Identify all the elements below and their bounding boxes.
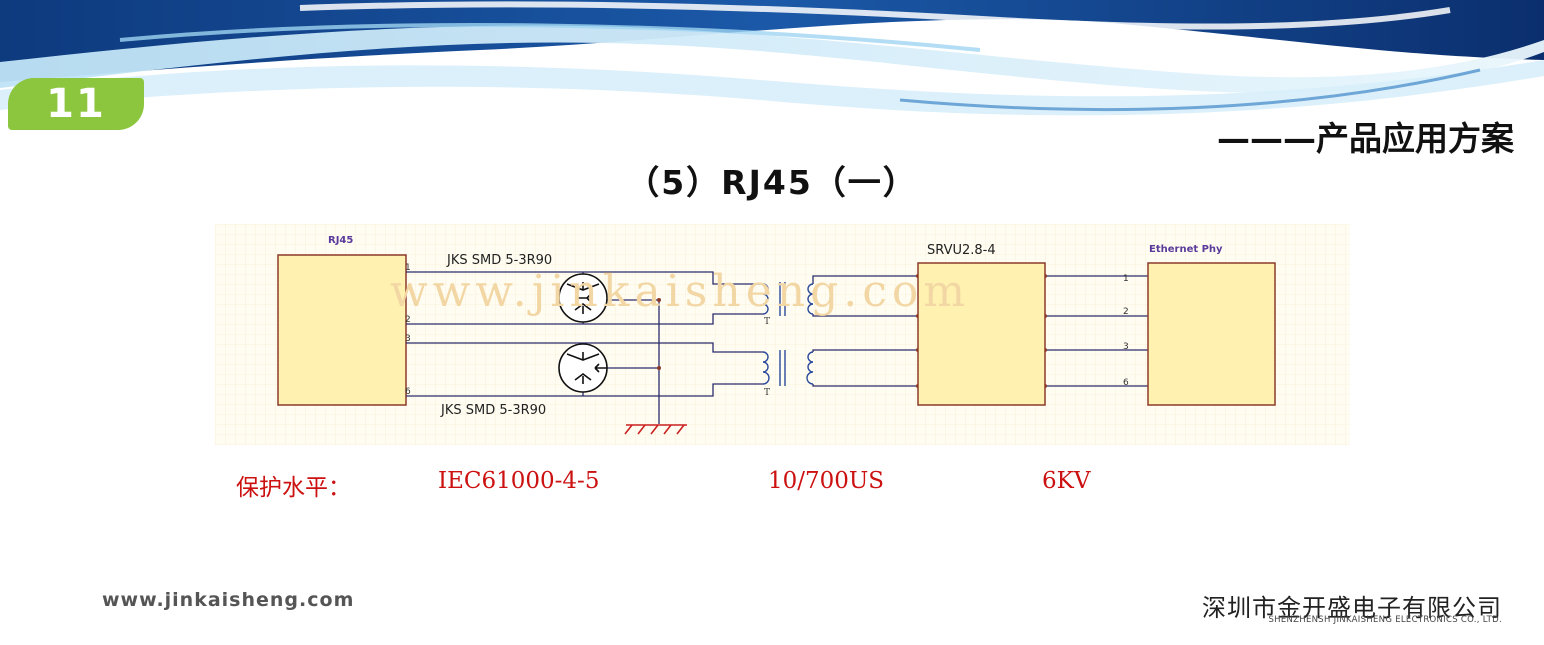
protection-waveform: 10/700US [768, 468, 885, 494]
rj45-pin-label: 1 [405, 263, 411, 273]
rj45-label: RJ45 [328, 235, 353, 246]
rj45-protection-schematic: RJ45 1 2 3 6 JKS SMD 5-3R90 JKS SMD 5-3R… [215, 224, 1350, 445]
section-title: ———产品应用方案 [1217, 119, 1514, 158]
tvs-device-top [558, 273, 608, 323]
srvu-label: SRVU2.8-4 [927, 243, 996, 258]
transformer-top [762, 282, 814, 316]
tvs-device-bottom [558, 343, 608, 393]
protection-voltage: 6KV [1042, 468, 1091, 494]
phy-pin-label: 3 [1123, 342, 1129, 352]
rj45-pin-label: 3 [405, 334, 411, 344]
ethernet-phy-label: Ethernet Phy [1149, 244, 1223, 255]
transformer-top-tap-label: T [764, 317, 770, 327]
ethernet-phy-box [1147, 262, 1276, 406]
company-name-chinese: 深圳市金开盛电子有限公司 [1202, 594, 1502, 622]
phy-pin-label: 6 [1123, 378, 1129, 388]
phy-pin-label: 1 [1123, 274, 1129, 284]
rj45-connector-box [277, 254, 407, 406]
tvs-bottom-label: JKS SMD 5-3R90 [440, 403, 546, 418]
company-name-english: SHENZHENSH JINKAISHENG ELECTRONICS CO., … [1268, 615, 1502, 625]
phy-pin-label: 2 [1123, 307, 1129, 317]
protection-standard: IEC61000-4-5 [438, 468, 600, 494]
transformer-bottom [762, 350, 814, 386]
slide-title: （5）RJ45（一） [626, 163, 918, 202]
protection-label: 保护水平： [236, 475, 351, 501]
footer-website-link[interactable]: www.jinkaisheng.com [102, 589, 355, 611]
page-number-badge: 11 [8, 78, 144, 130]
rj45-pin-label: 6 [405, 387, 411, 397]
tvs-top-label: JKS SMD 5-3R90 [446, 253, 552, 268]
rj45-pin-label: 2 [405, 315, 411, 325]
transformer-bottom-tap-label: T [764, 388, 770, 398]
ground-icon [624, 424, 687, 435]
srvu-device-box [917, 262, 1046, 406]
header-wave-banner [0, 0, 1544, 116]
